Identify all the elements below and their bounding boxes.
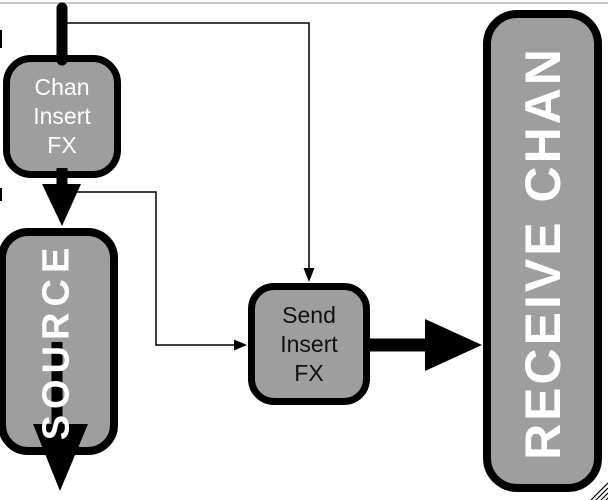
node-send-insert-fx <box>248 283 370 405</box>
thick-arrow-chan-to-source-head <box>42 184 81 226</box>
left-edge-mark-top <box>0 30 2 48</box>
label-send-insert-fx: Send Insert FX <box>280 301 338 386</box>
label-receive-chan: RECEIVE CHAN <box>515 46 571 460</box>
corner-hatch-marks <box>590 482 608 500</box>
thick-arrow-send-to-receive-head <box>425 319 482 371</box>
thin-arrow-junction-to-send-head <box>234 339 247 351</box>
label-source: SOURCE <box>35 241 78 441</box>
node-receive-chan <box>483 10 602 492</box>
left-edge-mark-middle <box>0 188 2 201</box>
top-frame-line <box>0 2 608 4</box>
thin-arrow-top-to-send-head <box>303 268 315 282</box>
label-chan-insert-fx: Chan Insert FX <box>33 74 91 158</box>
